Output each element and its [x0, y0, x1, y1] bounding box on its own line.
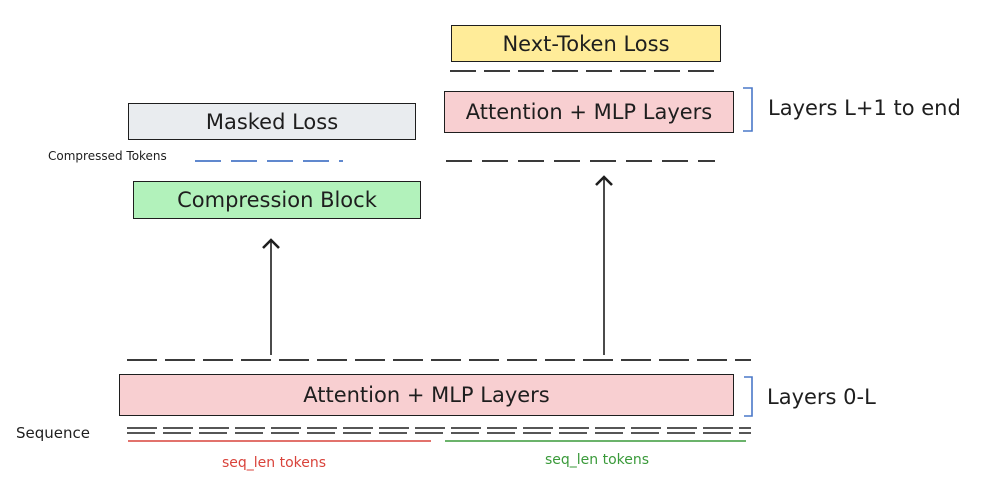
- sequence-label: Sequence: [16, 424, 90, 442]
- compressed-tokens-label: Compressed Tokens: [48, 149, 167, 163]
- masked-loss-box: Masked Loss: [128, 103, 416, 140]
- compression-block-label: Compression Block: [177, 188, 377, 212]
- layers-lower-bracket: [744, 376, 753, 417]
- attention-mlp-lower-box: Attention + MLP Layers: [119, 374, 734, 416]
- attention-mlp-upper-box: Attention + MLP Layers: [444, 91, 734, 133]
- compression-block-box: Compression Block: [133, 181, 421, 219]
- layers-upper-bracket: [743, 87, 753, 132]
- seq-len-left-label: seq_len tokens: [222, 455, 327, 471]
- masked-loss-label: Masked Loss: [205, 109, 339, 134]
- attention-mlp-upper-label: Attention + MLP Layers: [465, 100, 713, 124]
- seq-len-right-label: seq_len tokens: [545, 452, 650, 468]
- layers-lower-label: Layers 0-L: [767, 385, 876, 409]
- next-token-loss-label: Next-Token Loss: [502, 31, 670, 56]
- next-token-loss-box: Next-Token Loss: [451, 25, 721, 62]
- layers-upper-label: Layers L+1 to end: [768, 96, 961, 120]
- attention-mlp-lower-label: Attention + MLP Layers: [303, 383, 550, 407]
